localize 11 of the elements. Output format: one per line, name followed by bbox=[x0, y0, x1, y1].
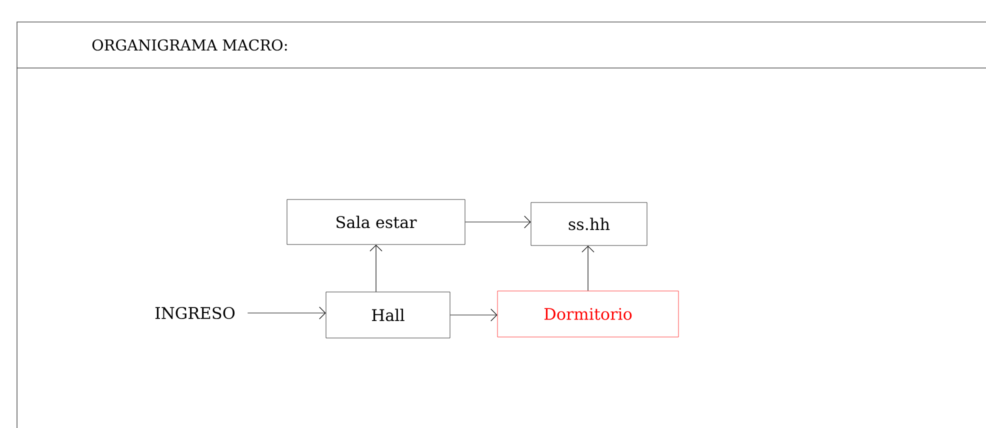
arrow bbox=[464, 216, 531, 228]
process-box: Dormitorio bbox=[497, 290, 679, 338]
entry-label: INGRESO bbox=[155, 306, 235, 320]
process-box: Hall bbox=[326, 292, 450, 338]
arrow bbox=[450, 308, 498, 322]
title: ORGANIGRAMA MACRO: bbox=[92, 39, 287, 51]
arrow bbox=[370, 244, 382, 292]
arrow bbox=[582, 246, 594, 292]
process-box: Sala estar bbox=[286, 199, 466, 245]
arrow bbox=[247, 306, 326, 320]
process-box: ss.hh bbox=[530, 202, 648, 246]
